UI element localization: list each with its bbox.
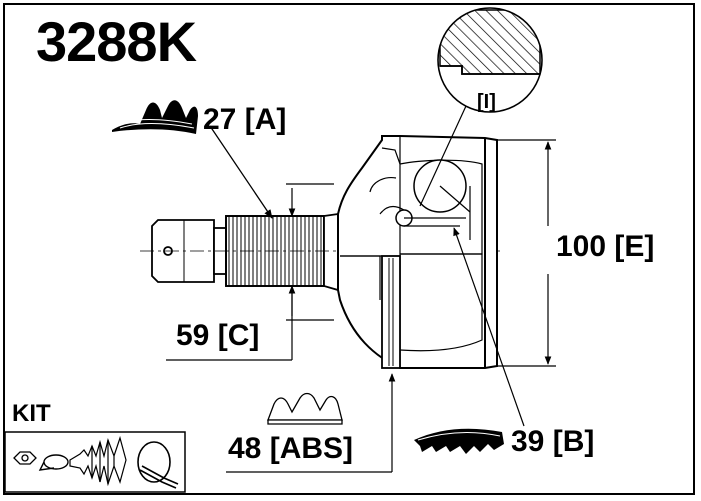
nut-icon (13, 451, 37, 465)
shaft (151, 212, 339, 292)
kit-label: KIT (12, 400, 51, 427)
abs-ring (381, 255, 401, 369)
dimension-abs-label: 48 [ABS] (228, 432, 354, 465)
dim-abs (226, 373, 396, 473)
dim-e (497, 139, 556, 367)
clamp-icon (38, 454, 69, 471)
detail-label: [I] (477, 91, 496, 113)
dimension-a-label: 27 [A] (203, 103, 287, 136)
kit-box (4, 431, 186, 493)
dimension-b-label: 39 [B] (511, 425, 595, 458)
leader-a (209, 125, 273, 219)
outer-spline-icon (112, 100, 198, 134)
dim-c (166, 183, 334, 361)
outer-frame (3, 3, 695, 495)
dimension-e-label: 100 [E] (556, 230, 655, 263)
dim-b (453, 227, 525, 427)
bell-housing (337, 135, 498, 369)
dimension-c-label: 59 [C] (176, 319, 260, 352)
ring-clamp-icon (137, 441, 179, 489)
part-number-title: 3288K (36, 10, 197, 73)
boot-icon (69, 435, 127, 487)
abs-ring-teeth-icon (267, 392, 343, 425)
inner-spline-icon (414, 428, 504, 454)
